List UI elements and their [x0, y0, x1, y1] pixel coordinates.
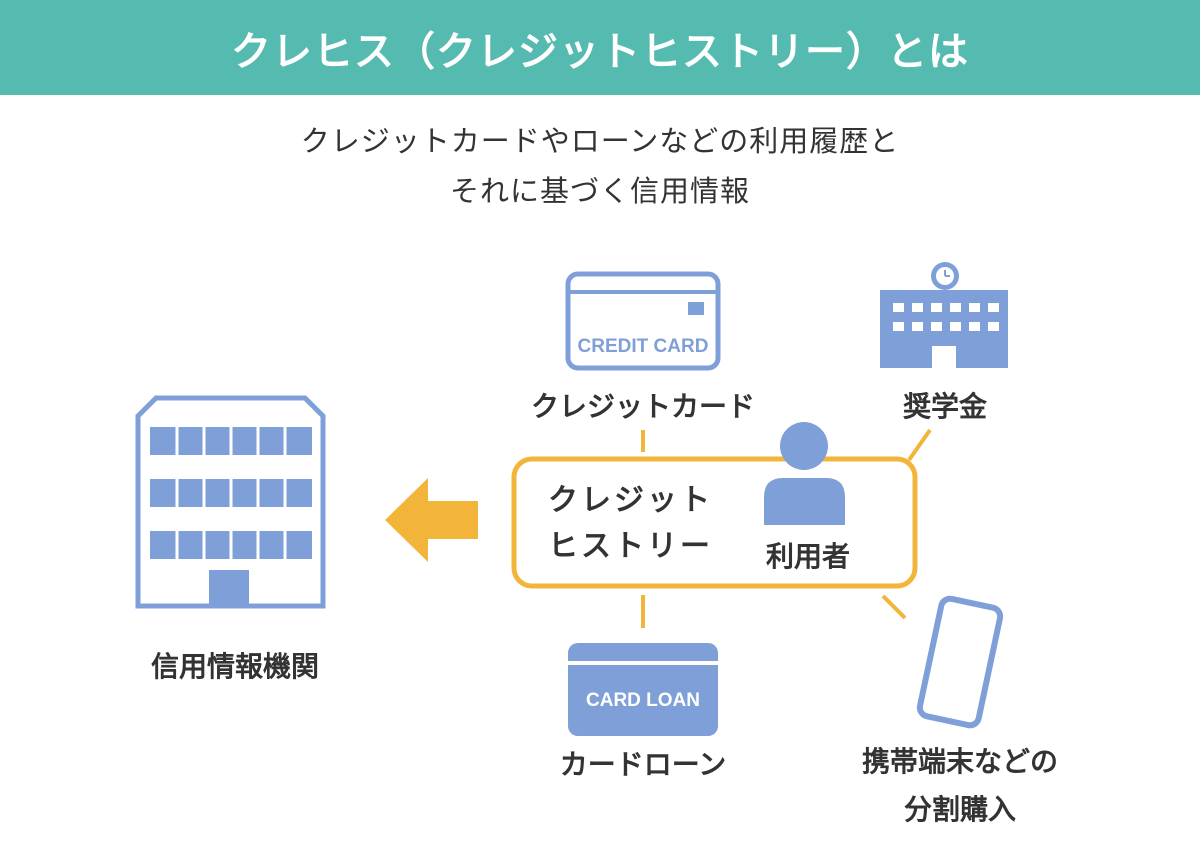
card-loan-label: カードローン: [559, 748, 727, 781]
description-line-2: それに基づく信用情報: [449, 174, 750, 208]
arrow-left-icon: [385, 478, 478, 562]
header-banner: クレヒス（クレジットヒストリー）とは: [0, 0, 1200, 95]
scholarship-label: 奨学金: [902, 390, 987, 423]
page-title: クレヒス（クレジットヒストリー）とは: [231, 28, 969, 75]
user-icon: [764, 422, 845, 525]
credit-card-text: CREDIT CARD: [578, 336, 709, 357]
user-label: 利用者: [766, 540, 850, 573]
card-loan-text: CARD LOAN: [586, 690, 700, 711]
connector-scholarship: [907, 428, 932, 462]
credit-card-icon: CREDIT CARD: [565, 271, 721, 371]
installment-label-line-1: 携帯端末などの: [861, 745, 1058, 778]
card-loan-icon: CARD LOAN: [568, 643, 718, 736]
description-line-1: クレジットカードやローンなどの利用履歴と: [300, 124, 900, 158]
credit-history-label: クレジット ヒストリー: [548, 478, 728, 570]
school-building-icon: [880, 262, 1008, 368]
connector-installment: [881, 594, 907, 620]
credit-history-line-1: クレジット: [548, 483, 713, 518]
office-building-icon: [135, 395, 326, 609]
smartphone-icon: [916, 595, 1004, 729]
credit-card-label: クレジットカード: [530, 390, 755, 423]
credit-history-line-2: ヒストリー: [548, 529, 713, 564]
credit-bureau-label: 信用情報機関: [150, 650, 319, 683]
installment-label-line-2: 分割購入: [903, 793, 1016, 826]
